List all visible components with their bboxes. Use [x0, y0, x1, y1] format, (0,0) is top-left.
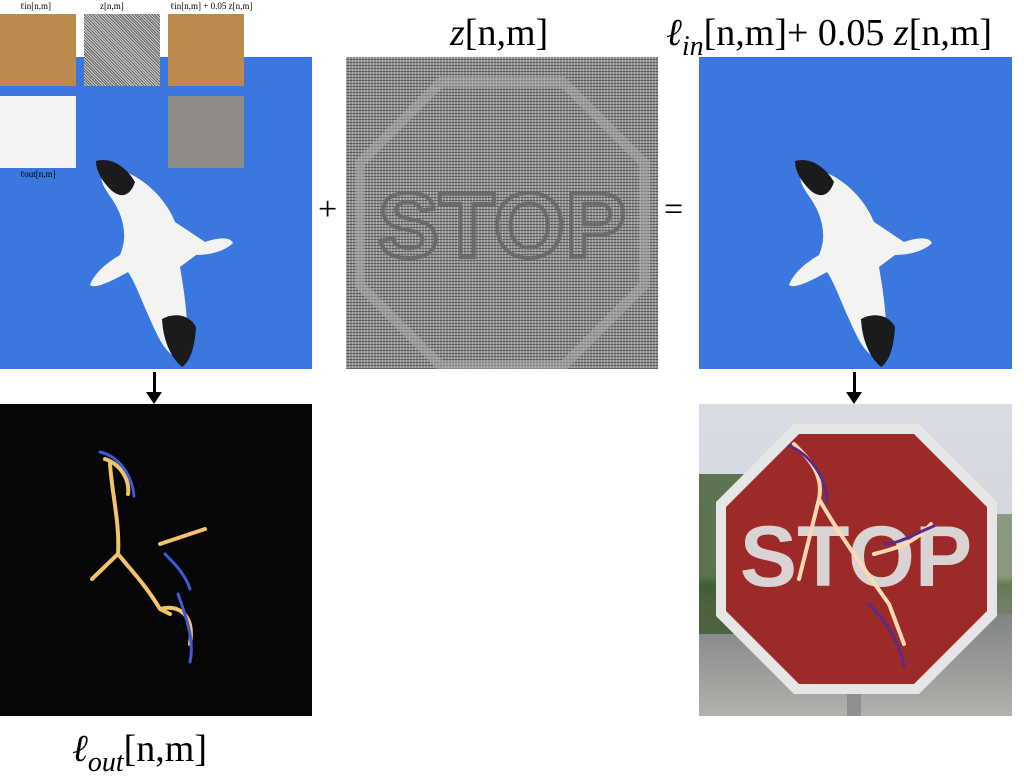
thumbnail-sum [168, 14, 244, 86]
output-image-panel [0, 404, 312, 716]
stop-sign-pattern: STOP [355, 77, 649, 369]
goose-figure [789, 159, 932, 367]
down-arrow-right [846, 372, 862, 404]
thumbnail-strip: ℓin[n,m] z[n,m] ℓin[n,m] + 0.05 z[n,m] ℓ… [0, 0, 253, 180]
thumbnail-result [168, 96, 244, 168]
output-caption: ℓout[n,m] [72, 728, 207, 778]
down-arrow-left [146, 372, 162, 404]
stop-text: STOP [378, 175, 627, 277]
plus-operator: + [318, 191, 338, 228]
equals-operator: = [664, 191, 684, 228]
thumbnail-label: ℓout[n,m] [20, 169, 56, 179]
sum-image-panel [699, 57, 1012, 369]
thumbnail-input [0, 14, 76, 86]
goose-figure [90, 159, 233, 367]
thumbnail-label: ℓin[n,m] + 0.05 z[n,m] [170, 1, 253, 11]
thumbnail-noise [84, 14, 160, 86]
sum-caption: ℓin[n,m]+ 0.05 z[n,m] [666, 12, 993, 62]
thumbnail-label: z[n,m] [100, 1, 124, 11]
thumbnail-label: ℓin[n,m] [20, 1, 52, 11]
stop-sign-figure: STOP [699, 424, 1012, 716]
noise-image-panel: STOP [346, 57, 658, 369]
edge-map-figure [90, 450, 207, 664]
noise-caption: z[n,m] [450, 12, 549, 54]
adversarial-output-panel: STOP [699, 404, 1012, 716]
thumbnail-output [0, 96, 76, 168]
